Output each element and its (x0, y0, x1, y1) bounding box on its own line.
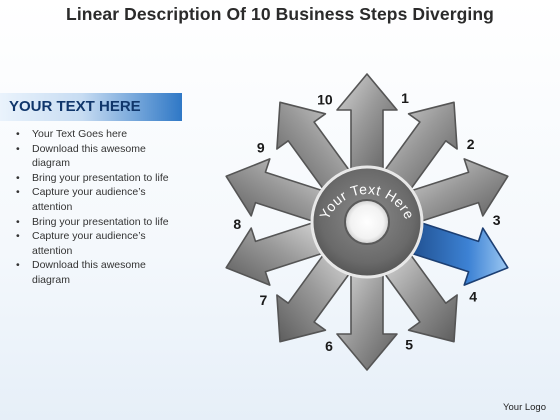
step-number-label: 6 (325, 338, 333, 354)
page-title: Linear Description Of 10 Business Steps … (66, 4, 494, 24)
step-number-label: 10 (317, 91, 333, 107)
step-arrow (408, 158, 509, 223)
step-number-label: 7 (260, 292, 268, 308)
sidebar-heading: YOUR TEXT HERE (9, 98, 141, 115)
step-number-label: 1 (401, 90, 409, 106)
step-arrow (225, 221, 326, 286)
bullet-item: Download this awesome diagram (14, 258, 184, 287)
center-hole (344, 199, 390, 245)
bullet-item: Bring your presentation to life (14, 215, 184, 230)
sidebar-banner: YOUR TEXT HERE (0, 93, 182, 121)
step-number-label: 8 (233, 216, 241, 232)
step-arrow (276, 252, 352, 343)
bullet-item: Capture your audience’s attention (14, 229, 184, 258)
bullet-list: Your Text Goes here Download this awesom… (14, 127, 184, 288)
bullet-item: Download this awesome diagram (14, 142, 184, 171)
bullet-item: Your Text Goes here (14, 127, 184, 142)
step-arrow-highlighted (408, 221, 509, 286)
step-arrow (382, 101, 458, 192)
step-number-label: 9 (257, 140, 265, 156)
step-number-label: 3 (493, 212, 501, 228)
step-arrow (225, 158, 326, 223)
bullet-item: Capture your audience’s attention (14, 185, 184, 214)
bullet-item: Bring your presentation to life (14, 171, 184, 186)
logo-text: Your Logo (503, 402, 546, 413)
step-number-label: 4 (469, 289, 477, 305)
step-arrow (276, 101, 352, 192)
step-number-label: 5 (405, 337, 413, 353)
step-arrow (382, 252, 458, 343)
step-arrow (336, 271, 398, 371)
step-number-label: 2 (467, 136, 475, 152)
step-arrow (336, 73, 398, 173)
